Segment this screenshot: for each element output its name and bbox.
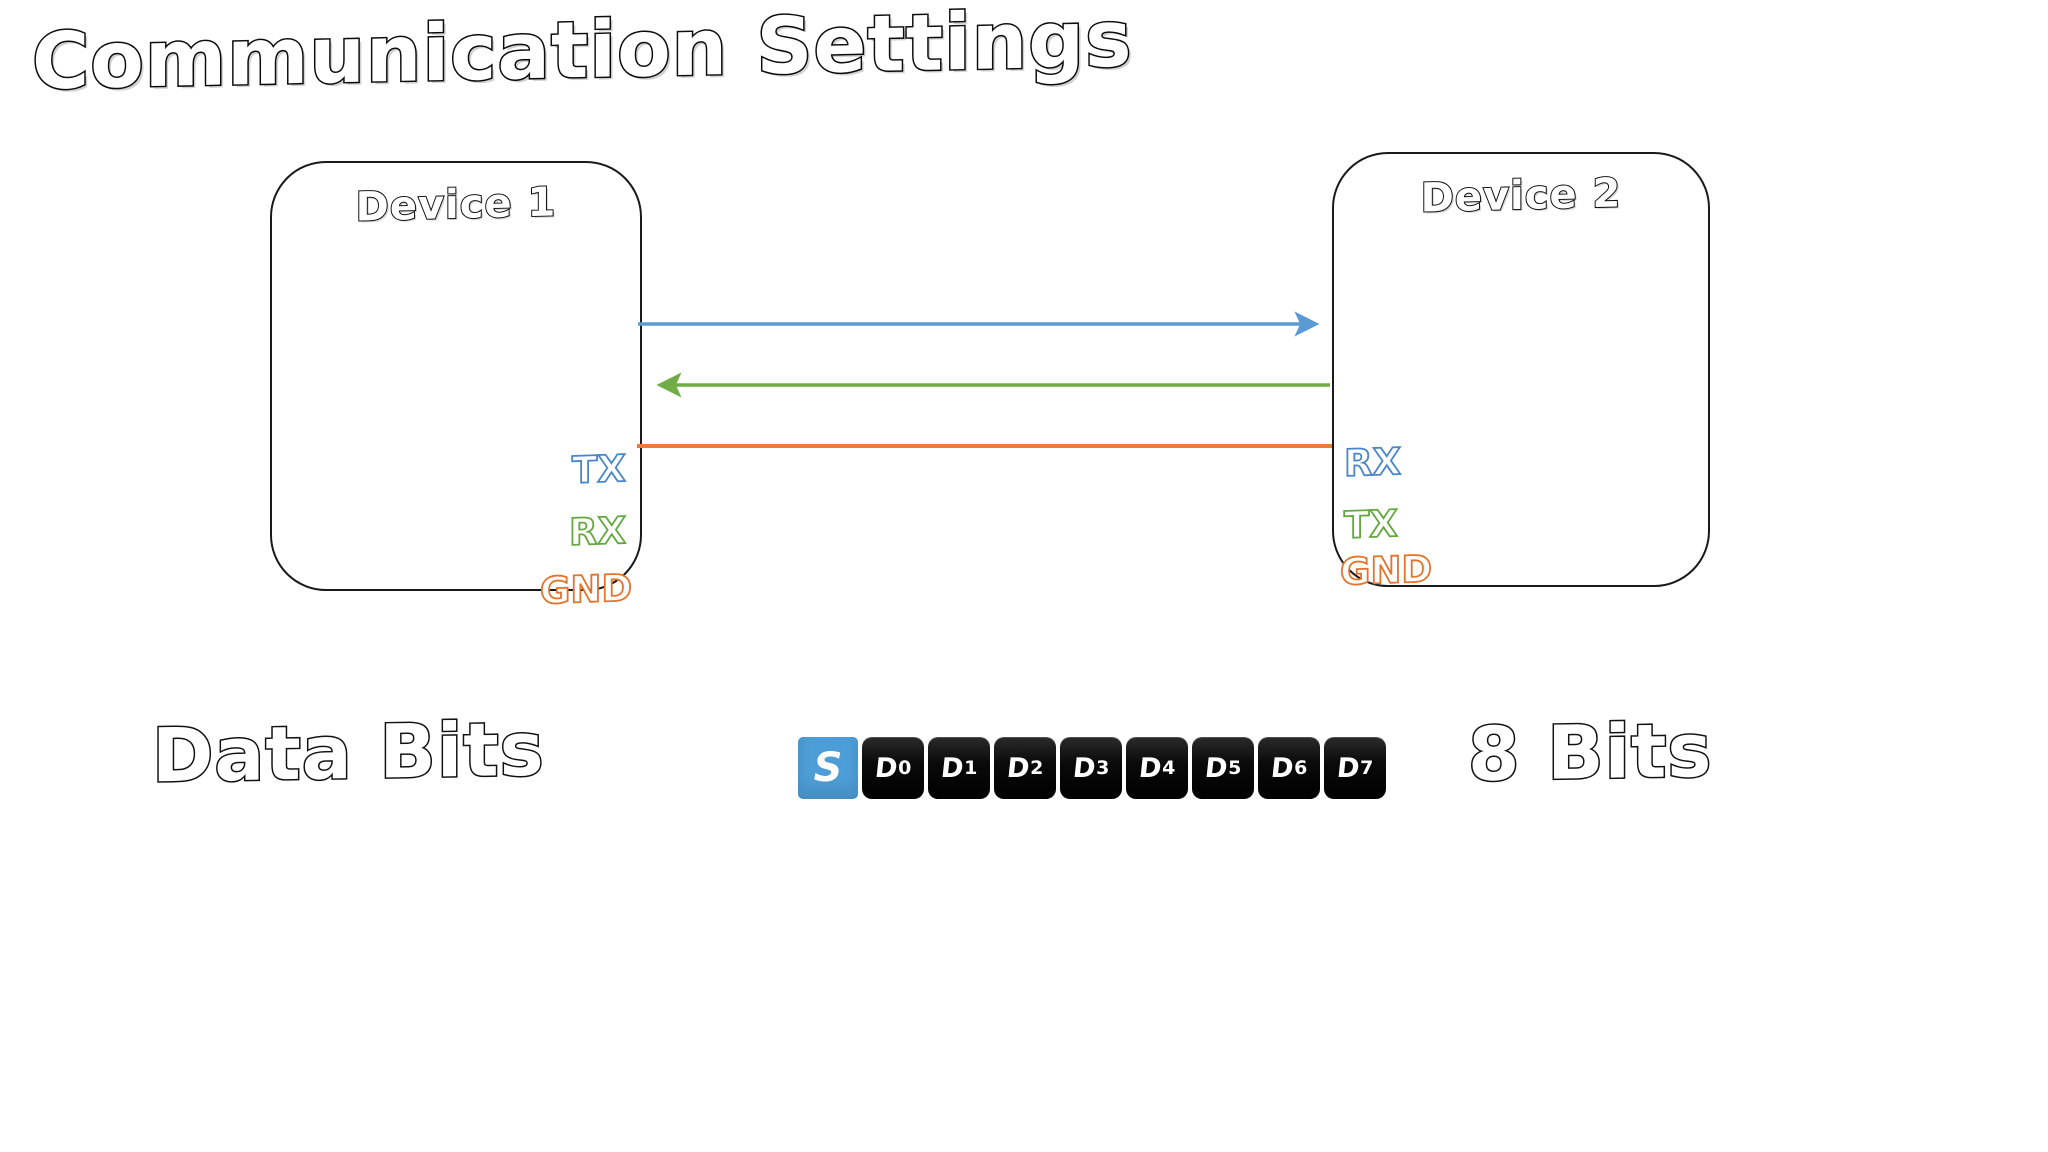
bit-label-d7: D <box>1335 752 1361 784</box>
device-1-pin-gnd: GND <box>539 565 633 613</box>
device-1-pin-tx: TX <box>571 446 627 493</box>
bit-sub-d0: 0 <box>898 757 912 779</box>
bit-label-d1: D <box>939 752 965 784</box>
bit-sub-d5: 5 <box>1228 757 1242 779</box>
bit-label-d3: D <box>1071 752 1097 784</box>
bit-sub-d7: 7 <box>1360 757 1374 779</box>
device-2-pin-gnd: GND <box>1339 546 1433 594</box>
bit-sub-d6: 6 <box>1294 757 1308 779</box>
device-2-pin-rx: RX <box>1343 439 1402 486</box>
bit-label-d6: D <box>1269 752 1295 784</box>
frame-cell-start-bit[interactable]: S <box>798 737 858 799</box>
page-title: Communication Settings <box>31 0 1135 109</box>
bit-label-d5: D <box>1203 752 1229 784</box>
bit-sub-d2: 2 <box>1030 757 1044 779</box>
device-2-box: Device 2 RX TX GND <box>1332 152 1710 595</box>
device-1-pin-rx: RX <box>568 508 627 555</box>
bit-sub-d1: 1 <box>964 757 978 779</box>
bit-label-d4: D <box>1137 752 1163 784</box>
data-bits-label: Data Bits <box>151 705 547 801</box>
device-1-box: Device 1 TX RX GND <box>270 161 642 614</box>
device-1-title: Device 1 <box>355 178 558 231</box>
bits-value-label: 8 Bits <box>1467 706 1714 799</box>
device-2-pin-tx: TX <box>1343 501 1399 548</box>
bit-sub-d3: 3 <box>1096 757 1110 779</box>
bit-label-d0: D <box>873 752 899 784</box>
bit-sub-d4: 4 <box>1162 757 1176 779</box>
bit-label-d2: D <box>1005 752 1031 784</box>
device-2-title: Device 2 <box>1420 169 1623 222</box>
